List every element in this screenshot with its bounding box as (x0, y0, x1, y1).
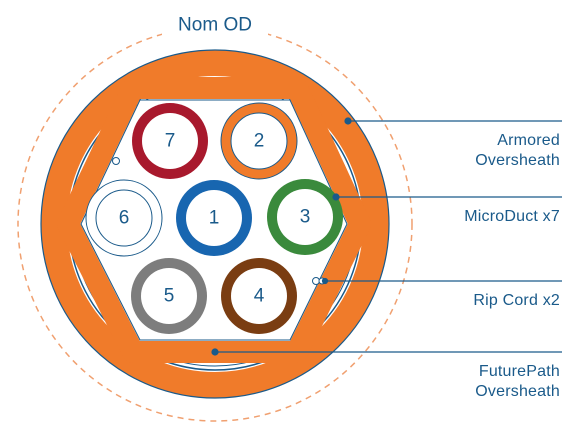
nom-od-label: Nom OD (178, 15, 252, 36)
microduct-1-number: 1 (209, 208, 220, 229)
microduct-5: 5 (131, 258, 207, 334)
futurepath-label-line1: FuturePath (479, 363, 560, 380)
microduct-7: 7 (132, 103, 208, 179)
microduct-6-number: 6 (119, 208, 130, 229)
ripcord-label: Rip Cord x2 (473, 292, 560, 309)
microduct-6: 6 (85, 179, 163, 257)
microduct-label: MicroDuct x7 (464, 208, 560, 225)
microducts: 7 2 6 1 3 5 4 (85, 102, 343, 334)
microduct-2-number: 2 (254, 131, 265, 152)
rip-cord-2 (312, 277, 320, 285)
microduct-3: 3 (267, 179, 343, 255)
armored-label-line2: Oversheath (475, 152, 560, 169)
microduct-4-number: 4 (254, 286, 265, 307)
armored-label-line1: Armored (497, 132, 560, 149)
rip-cord-1 (112, 157, 120, 165)
leader-lines (211, 117, 562, 356)
microduct-3-number: 3 (300, 207, 311, 228)
microduct-7-number: 7 (165, 131, 176, 152)
microduct-4: 4 (221, 258, 297, 334)
microduct-1: 1 (176, 180, 252, 256)
microduct-2: 2 (220, 102, 298, 180)
armored-oversheath-ring (41, 50, 389, 398)
microduct-5-number: 5 (164, 286, 175, 307)
futurepath-label-line2: Oversheath (475, 383, 560, 400)
nom-od-label-bg (162, 12, 268, 38)
armored-outer-edge (40, 49, 390, 399)
